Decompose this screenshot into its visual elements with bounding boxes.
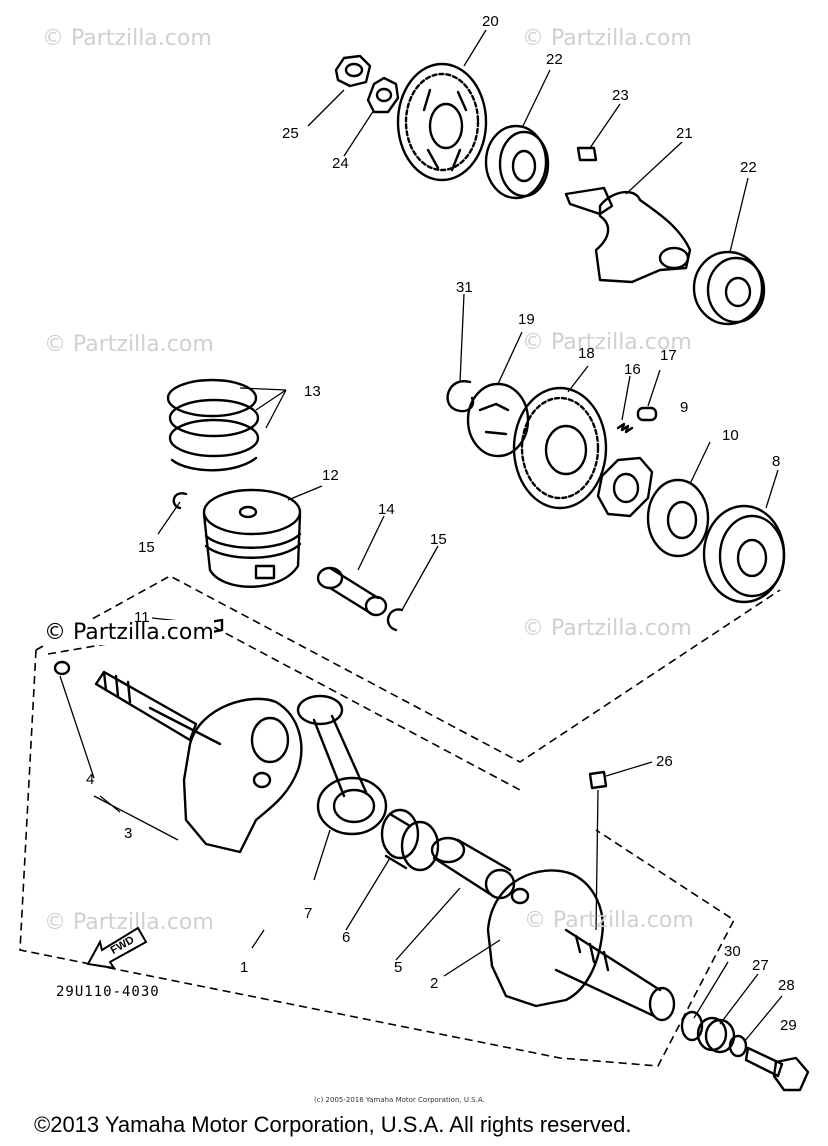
callout-17: 17 [660,347,677,364]
callout-28: 28 [778,977,795,994]
part-22-bearing-lower [692,250,766,326]
part-27-collar [696,1016,736,1054]
copyright-notice: ©2013 Yamaha Motor Corporation, U.S.A. A… [34,1112,632,1137]
callout-25: 25 [282,125,299,142]
assembly-outline-lower [19,649,736,1067]
part-31-circlip [446,379,475,413]
callout-21: 21 [676,125,693,142]
fwd-arrow-icon: FWD [86,926,148,970]
watermark: © Partzilla.com [522,616,692,641]
part-20-drive-gear [396,62,488,182]
part-22-bearing-upper [484,124,550,200]
part-26-key [588,770,608,790]
part-15-circlip-left [172,492,188,510]
watermark: © Partzilla.com [522,330,692,355]
callout-24: 24 [332,155,349,172]
callout-22: 22 [740,159,757,176]
callout-8: 8 [772,453,781,470]
assembly-outline-upper [35,575,781,763]
callout-20: 20 [482,13,499,30]
part-14-piston-pin [316,566,388,617]
callout-27: 27 [752,957,769,974]
callout-29: 29 [780,1017,797,1034]
part-9-cam [596,456,654,518]
callout-15: 15 [430,531,447,548]
part-6-needle-bearing [380,808,440,872]
callout-31: 31 [456,279,473,296]
callout-2: 2 [430,975,439,992]
watermark: © Partzilla.com [44,620,214,645]
callout-19: 19 [518,311,535,328]
part-12-piston [202,488,302,588]
part-24-lock-washer [366,76,400,114]
part-16-spring [616,422,634,434]
part-15-circlip-right [386,608,404,632]
small-copyright: (c) 2005-2016 Yamaha Motor Corporation, … [314,1096,485,1104]
callout-30: 30 [724,943,741,960]
watermark: © Partzilla.com [44,910,214,935]
part-4-ball [53,660,71,676]
callout-15: 15 [138,539,155,556]
callout-22: 22 [546,51,563,68]
callout-12: 12 [322,467,339,484]
callout-6: 6 [342,929,351,946]
callout-26: 26 [656,753,673,770]
callout-11: 11 [134,609,150,626]
part-25-nut [334,54,372,88]
part-13-piston-rings [166,378,260,472]
watermark: © Partzilla.com [522,26,692,51]
callout-7: 7 [304,905,313,922]
callout-4: 4 [86,771,95,788]
callout-16: 16 [624,361,641,378]
part-7-connecting-rod [296,694,388,836]
part-3-left-crank [94,670,303,854]
part-10-washer [646,478,710,558]
part-5-crank-pin [430,836,516,900]
part-17-plunger [636,406,658,422]
callout-10: 10 [722,427,739,444]
watermark: © Partzilla.com [44,332,214,357]
callout-13: 13 [304,383,321,400]
callout-3: 3 [124,825,133,842]
callout-23: 23 [612,87,629,104]
callout-18: 18 [578,345,595,362]
part-30-o-ring [680,1010,704,1042]
part-2-right-crank [486,869,676,1022]
part-8-bearing [702,504,786,604]
callout-5: 5 [394,959,403,976]
part-18-starter-gear [512,386,608,510]
callout-1: 1 [240,959,249,976]
part-21-balancer-shaft [564,186,692,284]
watermark: © Partzilla.com [42,26,212,51]
part-29-bolt [744,1046,810,1092]
watermark: © Partzilla.com [524,908,694,933]
drawing-code: 29U110-4030 [56,984,160,1000]
part-23-key [576,146,598,162]
part-28-washer [728,1034,748,1058]
callout-9: 9 [680,399,689,416]
callout-14: 14 [378,501,395,518]
